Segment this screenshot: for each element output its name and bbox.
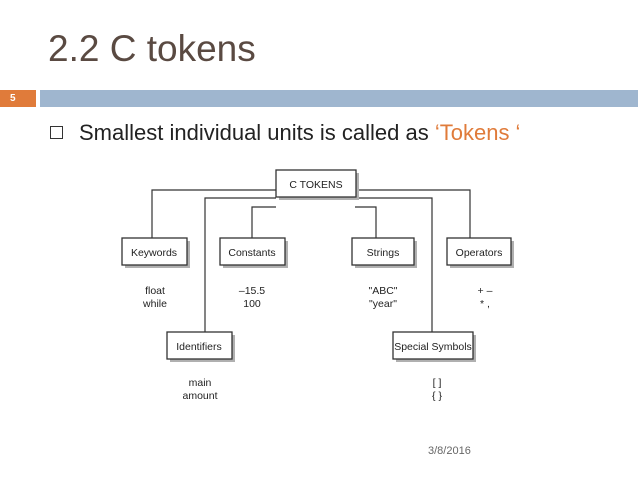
- bullet-point: Smallest individual units is called as ‘…: [50, 120, 520, 146]
- slide-title: 2.2 C tokens: [48, 28, 256, 69]
- special-example-2: { }: [432, 390, 442, 402]
- strings-example-2: "year": [369, 298, 397, 310]
- node-special-symbols-label: Special Symbols: [394, 341, 472, 353]
- diagram-connectors: [151, 189, 471, 332]
- bullet-text: Smallest individual units is called as: [79, 120, 435, 145]
- keywords-example-2: while: [142, 298, 167, 310]
- node-c-tokens: C TOKENS: [275, 169, 359, 200]
- keywords-example-1: float: [145, 285, 165, 297]
- bullet-accent-text: ‘Tokens ‘: [434, 120, 521, 145]
- slide-number: 5: [0, 90, 36, 107]
- header-rule: [40, 90, 638, 107]
- node-constants-label: Constants: [228, 247, 275, 259]
- node-special-symbols: Special Symbols: [392, 331, 476, 362]
- identifiers-example-1: main: [189, 377, 212, 389]
- node-strings-label: Strings: [367, 247, 400, 259]
- node-operators: Operators: [446, 237, 514, 268]
- identifiers-example-2: amount: [182, 390, 217, 402]
- strings-example-1: "ABC": [368, 285, 397, 297]
- constants-example-2: 100: [243, 298, 261, 310]
- operators-example-2: * ,: [480, 298, 490, 310]
- node-constants: Constants: [219, 237, 288, 268]
- constants-example-1: –15.5: [239, 285, 265, 297]
- node-c-tokens-label: C TOKENS: [289, 179, 342, 191]
- special-example-1: [ ]: [433, 377, 442, 389]
- square-bullet-icon: [50, 125, 63, 139]
- node-identifiers: Identifiers: [166, 331, 235, 362]
- node-keywords: Keywords: [121, 237, 190, 268]
- node-identifiers-label: Identifiers: [176, 341, 222, 353]
- operators-example-1: + –: [478, 285, 493, 297]
- node-keywords-label: Keywords: [131, 247, 177, 259]
- slide-date: 3/8/2016: [428, 445, 471, 457]
- node-operators-label: Operators: [456, 247, 503, 259]
- node-strings: Strings: [351, 237, 417, 268]
